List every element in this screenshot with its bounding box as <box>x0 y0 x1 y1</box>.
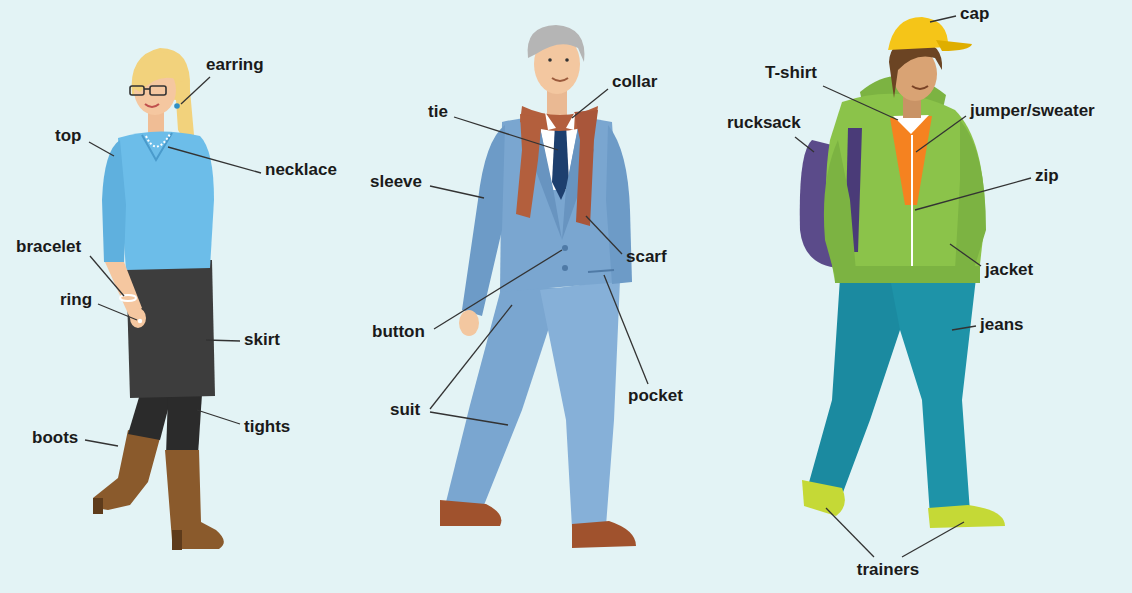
bracelet <box>120 295 136 301</box>
clothing-label: pocket <box>628 386 683 406</box>
leader-line <box>168 147 261 173</box>
left-arm <box>824 140 856 276</box>
earring <box>174 103 180 109</box>
clothing-label: top <box>55 126 81 146</box>
right-jean-leg <box>890 278 976 516</box>
clothing-label: boots <box>32 428 78 448</box>
leader-lines <box>85 16 1031 557</box>
young-man-figure <box>800 17 1005 528</box>
ring <box>138 319 142 323</box>
left-shoe <box>440 500 501 526</box>
mouth <box>552 78 568 81</box>
leader-line <box>952 326 976 330</box>
boot-heel <box>172 530 182 550</box>
woman-figure <box>93 48 224 550</box>
mouth <box>145 104 159 107</box>
skirt <box>126 260 215 398</box>
leader-line <box>181 77 210 104</box>
eye <box>548 58 552 62</box>
scarf-end <box>574 110 598 226</box>
clothing-label: zip <box>1035 166 1059 186</box>
right-trouser <box>540 280 620 528</box>
right-trainer <box>928 505 1005 528</box>
necklace <box>146 134 170 147</box>
leader-line <box>454 117 558 150</box>
eye <box>565 58 569 62</box>
hand <box>459 310 479 336</box>
pocket <box>588 270 614 272</box>
left-trouser <box>446 285 562 505</box>
leader-line <box>572 89 608 118</box>
leader-line <box>902 522 964 557</box>
glasses-bridge <box>144 88 150 90</box>
leader-line <box>98 304 137 320</box>
clothing-label: trainers <box>857 560 919 580</box>
leader-line <box>826 508 874 557</box>
scarf-end <box>516 114 542 218</box>
right-boot <box>165 450 224 549</box>
leader-line <box>430 305 512 409</box>
clothing-label: suit <box>390 400 420 420</box>
clothing-label: T-shirt <box>765 63 817 83</box>
clothing-label: tie <box>428 102 448 122</box>
clothing-label: cap <box>960 4 989 24</box>
leader-line <box>823 86 898 120</box>
button <box>562 245 568 251</box>
leader-line <box>90 256 124 296</box>
cap-brim <box>936 40 972 51</box>
leader-line <box>795 137 814 152</box>
leader-line <box>915 178 1031 210</box>
leader-line <box>206 340 240 341</box>
clothing-label: rucksack <box>727 113 801 133</box>
leader-line <box>430 412 508 425</box>
clothing-label: sleeve <box>370 172 422 192</box>
hair <box>528 25 585 62</box>
glasses <box>150 86 166 95</box>
leader-line <box>586 216 622 254</box>
clothing-label: jumper/sweater <box>970 101 1095 121</box>
zip <box>911 135 913 272</box>
collar-line <box>142 133 172 160</box>
clothing-label: jeans <box>980 315 1023 335</box>
mouth <box>912 86 928 89</box>
clothing-label: skirt <box>244 330 280 350</box>
sleeve <box>102 140 126 264</box>
leader-line <box>434 250 562 329</box>
right-shoe <box>572 521 636 548</box>
leader-line <box>85 440 118 446</box>
clothing-label: bracelet <box>16 237 81 257</box>
collar <box>545 112 575 130</box>
left-sleeve <box>462 125 505 316</box>
leader-line <box>430 186 484 198</box>
clothing-label: tights <box>244 417 290 437</box>
right-arm <box>955 120 986 272</box>
button <box>562 265 568 271</box>
left-leg <box>128 394 172 440</box>
man-figure <box>440 25 636 548</box>
clothing-label: earring <box>206 55 264 75</box>
leader-line <box>89 142 114 156</box>
jacket-hem <box>835 266 980 283</box>
clothing-label: button <box>372 322 425 342</box>
leader-line <box>604 275 648 384</box>
hair <box>132 48 194 139</box>
clothing-label: ring <box>60 290 92 310</box>
boot-heel <box>93 498 103 514</box>
leader-line <box>916 116 966 152</box>
right-leg <box>166 394 202 455</box>
left-trainer <box>802 480 845 516</box>
leader-line <box>950 244 981 266</box>
clothing-label: collar <box>612 72 657 92</box>
leader-line <box>930 16 956 22</box>
clothing-label: scarf <box>626 247 667 267</box>
leader-line <box>197 410 240 424</box>
clothing-label: jacket <box>985 260 1033 280</box>
clothing-label: necklace <box>265 160 337 180</box>
blouse <box>118 131 214 270</box>
glasses <box>130 86 144 95</box>
